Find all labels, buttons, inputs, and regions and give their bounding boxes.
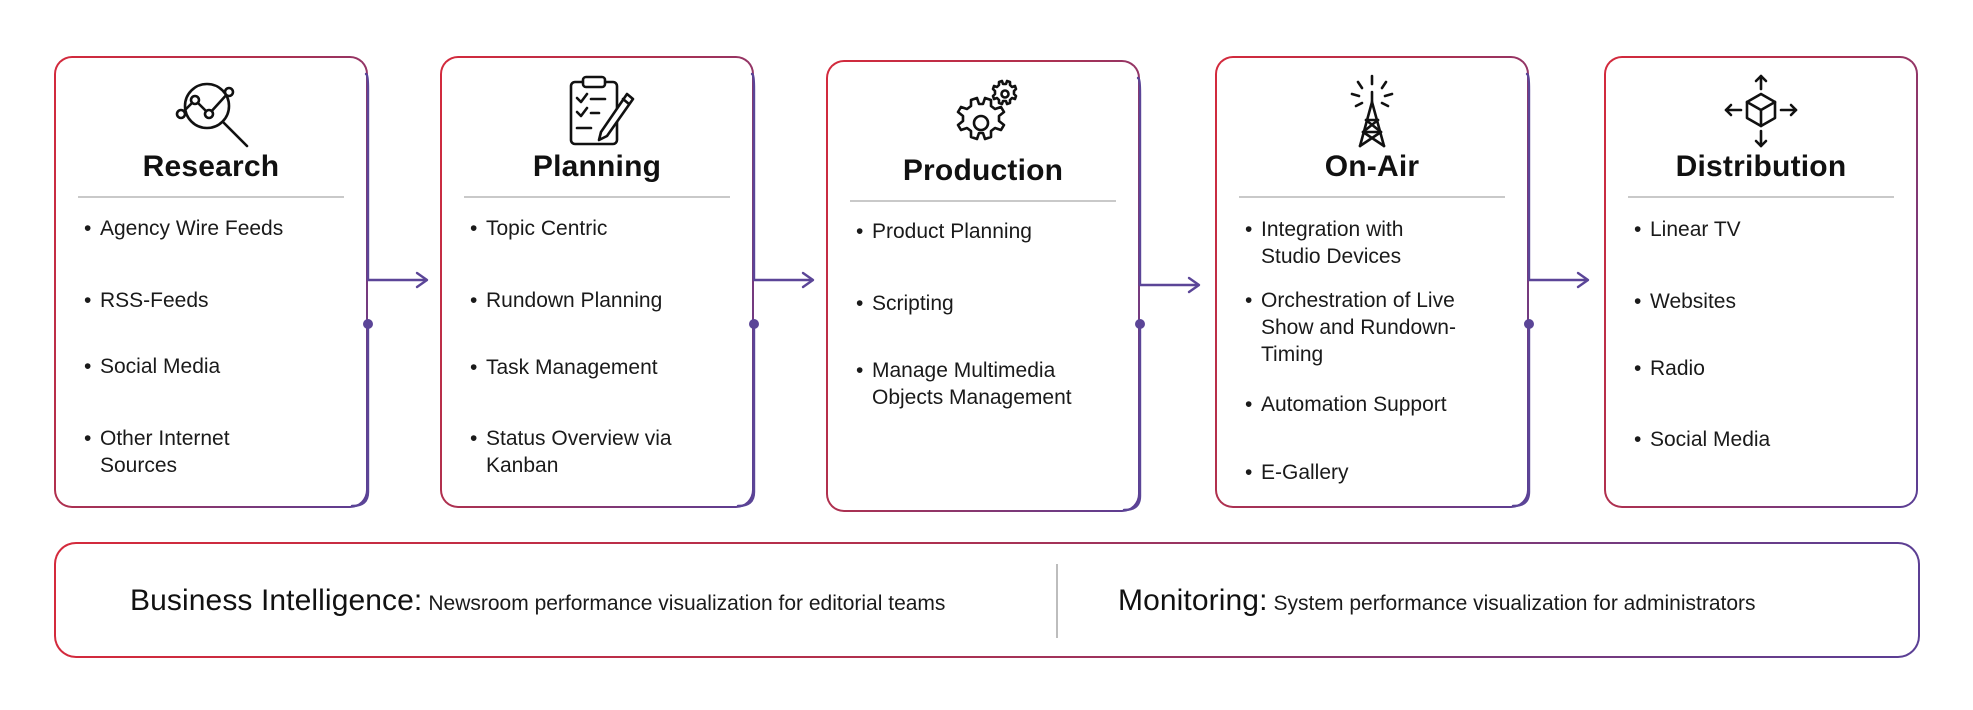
- bullet-icon: •: [470, 427, 478, 450]
- bullet-icon: •: [1245, 461, 1253, 484]
- bullet-icon: •: [1634, 290, 1642, 313]
- list-item: •E-Gallery: [1245, 461, 1349, 484]
- list-item: •Task Management: [470, 356, 658, 379]
- list-item: •Product Planning: [856, 220, 1032, 243]
- stage-title: On-Air: [1324, 150, 1420, 183]
- bullet-icon: •: [470, 289, 478, 312]
- business-intelligence-block: Business Intelligence:Newsroom performan…: [130, 584, 945, 618]
- bullet-icon: •: [84, 289, 92, 312]
- list-item: •Rundown Planning: [470, 289, 663, 312]
- stage-card-planning: Planning •Topic Centric •Rundown Plannin…: [440, 56, 754, 508]
- title-divider: [1628, 196, 1894, 198]
- bullet-icon: •: [470, 356, 478, 379]
- business-intelligence-heading: Business Intelligence:: [130, 584, 423, 617]
- bullet-icon: •: [1245, 218, 1253, 241]
- bullet-icon: •: [84, 355, 92, 378]
- connector-planning-production: [736, 72, 815, 508]
- cube-distribution-icon: [1721, 72, 1801, 152]
- bullet-icon: •: [1634, 428, 1642, 451]
- stage-title: Planning: [532, 150, 662, 183]
- title-divider: [464, 196, 730, 198]
- title-divider: [78, 196, 344, 198]
- stage-title: Production: [902, 154, 1064, 187]
- bullet-icon: •: [1634, 218, 1642, 241]
- stage-card-production: Production •Product Planning •Scripting …: [826, 60, 1140, 512]
- monitoring-text: System performance visualization for adm…: [1273, 592, 1756, 615]
- list-item: •Agency Wire Feeds: [84, 217, 284, 240]
- list-item: •Scripting: [856, 292, 954, 315]
- stage-card-distribution: Distribution •Linear TV •Websites •Radio…: [1604, 56, 1918, 508]
- list-item: •Radio: [1634, 357, 1705, 380]
- broadcast-tower-icon: [1332, 72, 1412, 152]
- monitoring-block: Monitoring:System performance visualizat…: [1118, 584, 1756, 618]
- title-divider: [850, 200, 1116, 202]
- research-analytics-icon: [171, 72, 251, 152]
- stage-title: Research: [142, 150, 280, 183]
- bullet-icon: •: [856, 359, 864, 382]
- bullet-icon: •: [470, 217, 478, 240]
- connector-on-air-distribution: [1511, 72, 1590, 508]
- bullet-icon: •: [1634, 357, 1642, 380]
- title-divider: [1239, 196, 1505, 198]
- list-item: •Linear TV: [1634, 218, 1741, 241]
- list-item: •Automation Support: [1245, 393, 1447, 416]
- stage-card-research: Research •Agency Wire Feeds •RSS-Feeds •…: [54, 56, 368, 508]
- list-item: •Social Media: [84, 355, 221, 378]
- banner-divider: [1056, 564, 1058, 638]
- stage-title: Distribution: [1675, 150, 1847, 183]
- bullet-icon: •: [84, 427, 92, 450]
- gears-icon: [943, 76, 1023, 156]
- clipboard-pencil-icon: [557, 72, 637, 152]
- list-item: •Websites: [1634, 290, 1736, 313]
- list-item: •RSS-Feeds: [84, 289, 209, 312]
- monitoring-heading: Monitoring:: [1118, 584, 1268, 617]
- connector-production-on-air: [1122, 76, 1201, 512]
- list-item: •Social Media: [1634, 428, 1771, 451]
- connector-research-planning: [350, 72, 429, 508]
- analytics-banner: Business Intelligence:Newsroom performan…: [54, 542, 1920, 658]
- bullet-icon: •: [856, 292, 864, 315]
- list-item: •Topic Centric: [470, 217, 608, 240]
- bullet-icon: •: [1245, 289, 1253, 312]
- bullet-icon: •: [1245, 393, 1253, 416]
- business-intelligence-text: Newsroom performance visualization for e…: [428, 592, 946, 615]
- bullet-icon: •: [84, 217, 92, 240]
- bullet-icon: •: [856, 220, 864, 243]
